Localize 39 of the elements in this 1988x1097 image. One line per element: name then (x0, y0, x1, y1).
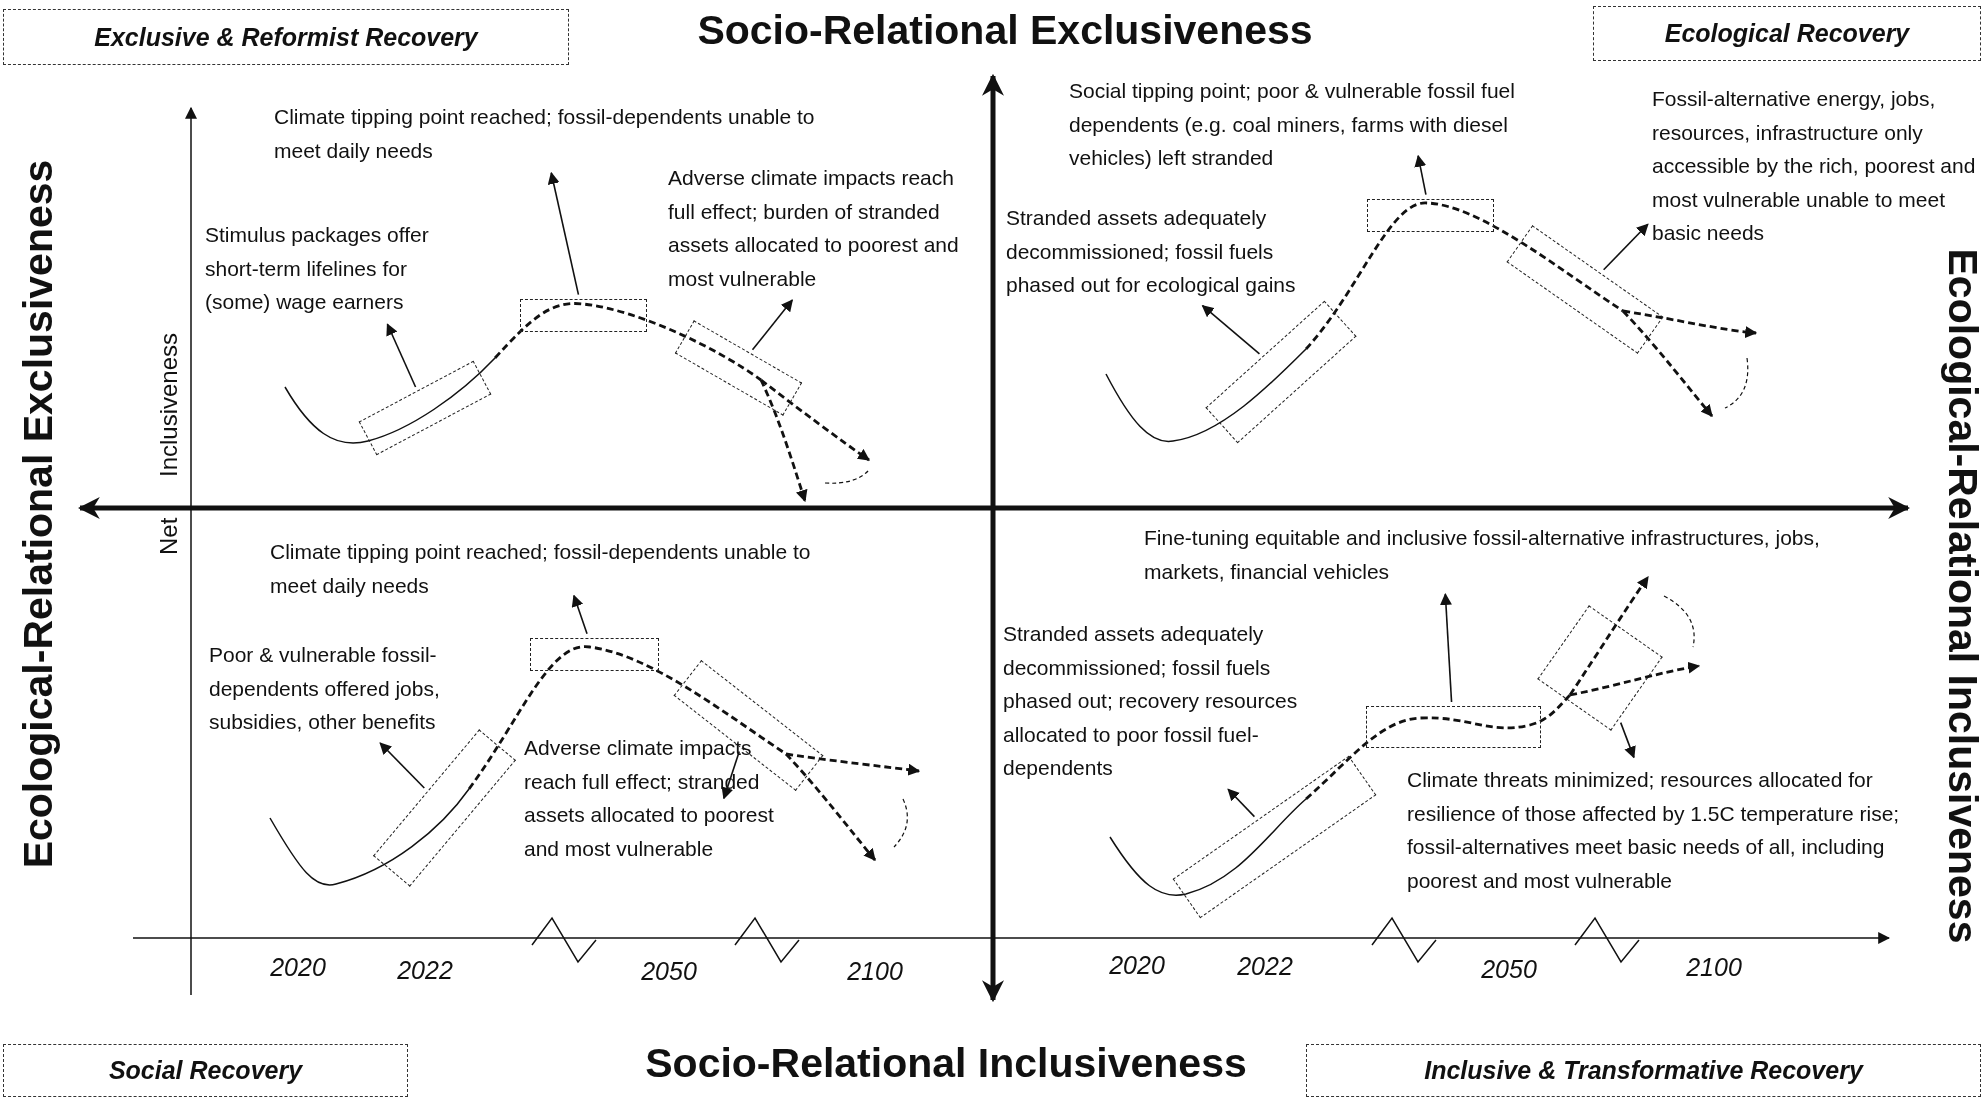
annotation-text: Climate tipping point reached; fossil-dependents unable to meet daily needs (270, 535, 850, 603)
year-label: 2022 (397, 955, 453, 985)
annotation-text: Social tipping point; poor & vulnerable fossil fuel dependents (e.g. coal miners, farms with diesel vehicles) left stranded (1069, 74, 1579, 175)
annotation-text: Poor & vulnerable fossil-dependents offered jobs, subsidies, other benefits (209, 638, 474, 739)
year-label: 2050 (641, 956, 697, 986)
year-label: 2022 (1237, 951, 1293, 981)
axis-title: Socio-Relational Exclusiveness (697, 6, 1313, 54)
leader-arrow (1440, 593, 1453, 703)
year-label: 2100 (1686, 952, 1742, 982)
year-label: 2050 (1481, 954, 1537, 984)
leader-arrow (379, 742, 426, 789)
leader-arrow (751, 299, 794, 351)
quadrant-title-box: Inclusive & Transformative Recovery (1306, 1044, 1981, 1097)
dashed-highlight-box (1365, 706, 1541, 748)
quadrant-title-box: Ecological Recovery (1593, 6, 1981, 61)
annotation-text: Stranded assets adequately decommissioned; fossil fuels phased out for ecological gains (1006, 201, 1311, 302)
year-label: 2020 (270, 952, 326, 982)
axis-label: Net Inclusiveness (155, 332, 183, 556)
leader-arrow (1414, 154, 1427, 196)
quadrant-title-box: Social Recovery (3, 1044, 408, 1097)
annotation-text: Fossil-alternative energy, jobs, resources, infrastructure only accessible by the rich, poorest and most vulnerable unable to meet basic needs (1652, 82, 1982, 250)
leader-arrow (1602, 223, 1649, 271)
year-label: 2100 (847, 956, 903, 986)
axis-title: Ecological-Relational Exclusiveness (14, 159, 62, 869)
leader-arrow (386, 323, 417, 388)
leader-arrow (571, 594, 588, 635)
axis-title: Socio-Relational Inclusiveness (645, 1039, 1247, 1087)
quadrant-title-box: Exclusive & Reformist Recovery (3, 9, 569, 65)
leader-arrow (1619, 721, 1636, 759)
leader-arrow (1227, 788, 1256, 818)
dashed-highlight-box (529, 637, 659, 671)
dashed-highlight-box (1366, 198, 1494, 232)
dashed-highlight-box (519, 298, 647, 332)
year-label: 2020 (1109, 950, 1165, 980)
annotation-text: Stimulus packages offer short-term lifelines for (some) wage earners (205, 218, 470, 319)
annotation-text: Stranded assets adequately decommissioned; fossil fuels phased out; recovery resources allocated to poor fossil fuel-dependents (1003, 617, 1308, 785)
leader-arrow (547, 171, 580, 296)
annotation-text: Fine-tuning equitable and inclusive fossil-alternative infrastructures, jobs, markets, financial vehicles (1144, 521, 1864, 589)
leader-arrow (1201, 304, 1261, 355)
